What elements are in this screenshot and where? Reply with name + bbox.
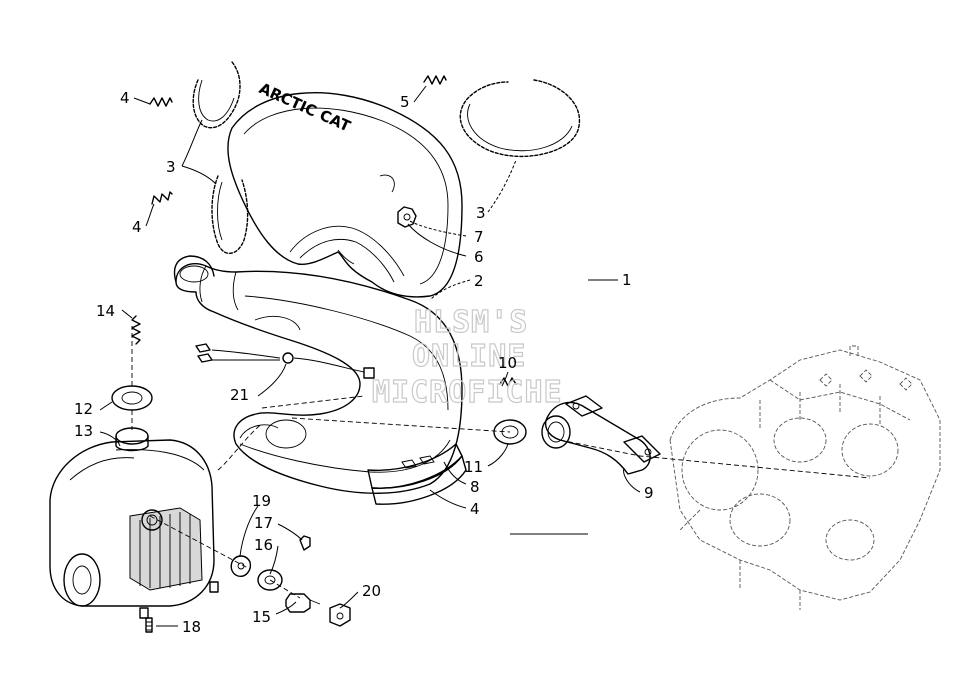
callout-19: 19	[252, 492, 271, 510]
callout-7: 8	[470, 478, 480, 496]
manifold-spring	[499, 377, 517, 387]
callout-13: 13	[74, 422, 93, 440]
spring-clamp-left-upper	[192, 61, 241, 129]
heat-shield: ARCTIC CAT	[227, 79, 463, 298]
mount-bolt	[285, 593, 321, 613]
temp-sensor-wire	[195, 343, 375, 379]
watermark: HLSM'S ONLINE MICROFICHE	[371, 304, 563, 410]
callout-17: 17	[254, 514, 273, 532]
muffler	[49, 427, 219, 619]
mount-nut	[329, 603, 351, 627]
spring-upper-left	[149, 97, 173, 107]
callout-16: 16	[254, 536, 273, 554]
mount-pin	[299, 535, 311, 551]
callout-5: 6	[474, 248, 484, 266]
callout-1: 1	[622, 271, 632, 289]
callouts: 4 3 4 5 3 7 6 2 1 14 10 21 12 13 11 8 9 …	[74, 89, 654, 636]
callout-4-upper-right: 5	[400, 93, 410, 111]
shield-logo-text: ARCTIC CAT	[256, 79, 353, 136]
mount-grommet	[257, 569, 283, 591]
muffler-spring	[131, 315, 141, 345]
callout-9: 9	[644, 484, 654, 502]
callout-14: 14	[96, 302, 115, 320]
leader-lines	[99, 85, 871, 627]
muffler-stud	[145, 617, 153, 633]
callout-6: 7	[474, 228, 484, 246]
mount-washer	[230, 555, 252, 577]
spring-upper-right	[423, 75, 447, 85]
callout-4-lower-left: 4	[132, 218, 142, 236]
callout-3-right: 3	[476, 204, 486, 222]
spring-clamp-left-lower	[211, 175, 249, 254]
grommet-ring	[111, 385, 153, 411]
callout-10: 10	[498, 354, 517, 372]
watermark-line-3: MICROFICHE	[372, 375, 563, 410]
callout-2: 2	[474, 272, 484, 290]
inlet-elbow	[173, 255, 215, 283]
callout-20: 20	[362, 582, 381, 600]
callout-15: 15	[252, 608, 271, 626]
spring-lower-left	[151, 191, 173, 205]
spring-clamp-right	[459, 79, 581, 158]
exhaust-manifold	[541, 395, 661, 475]
watermark-line-2: ONLINE	[412, 339, 526, 374]
callout-11: 11	[464, 458, 483, 476]
manifold-gasket	[493, 419, 527, 445]
expansion-chamber	[175, 263, 467, 505]
callout-12: 12	[74, 400, 93, 418]
callout-4-upper-left: 4	[120, 89, 130, 107]
callout-18: 18	[182, 618, 201, 636]
callout-21: 21	[230, 386, 249, 404]
callout-3-left: 3	[166, 158, 176, 176]
engine-assembly	[669, 345, 941, 610]
watermark-line-1: HLSM'S	[414, 305, 528, 340]
callout-8: 4	[470, 500, 480, 518]
